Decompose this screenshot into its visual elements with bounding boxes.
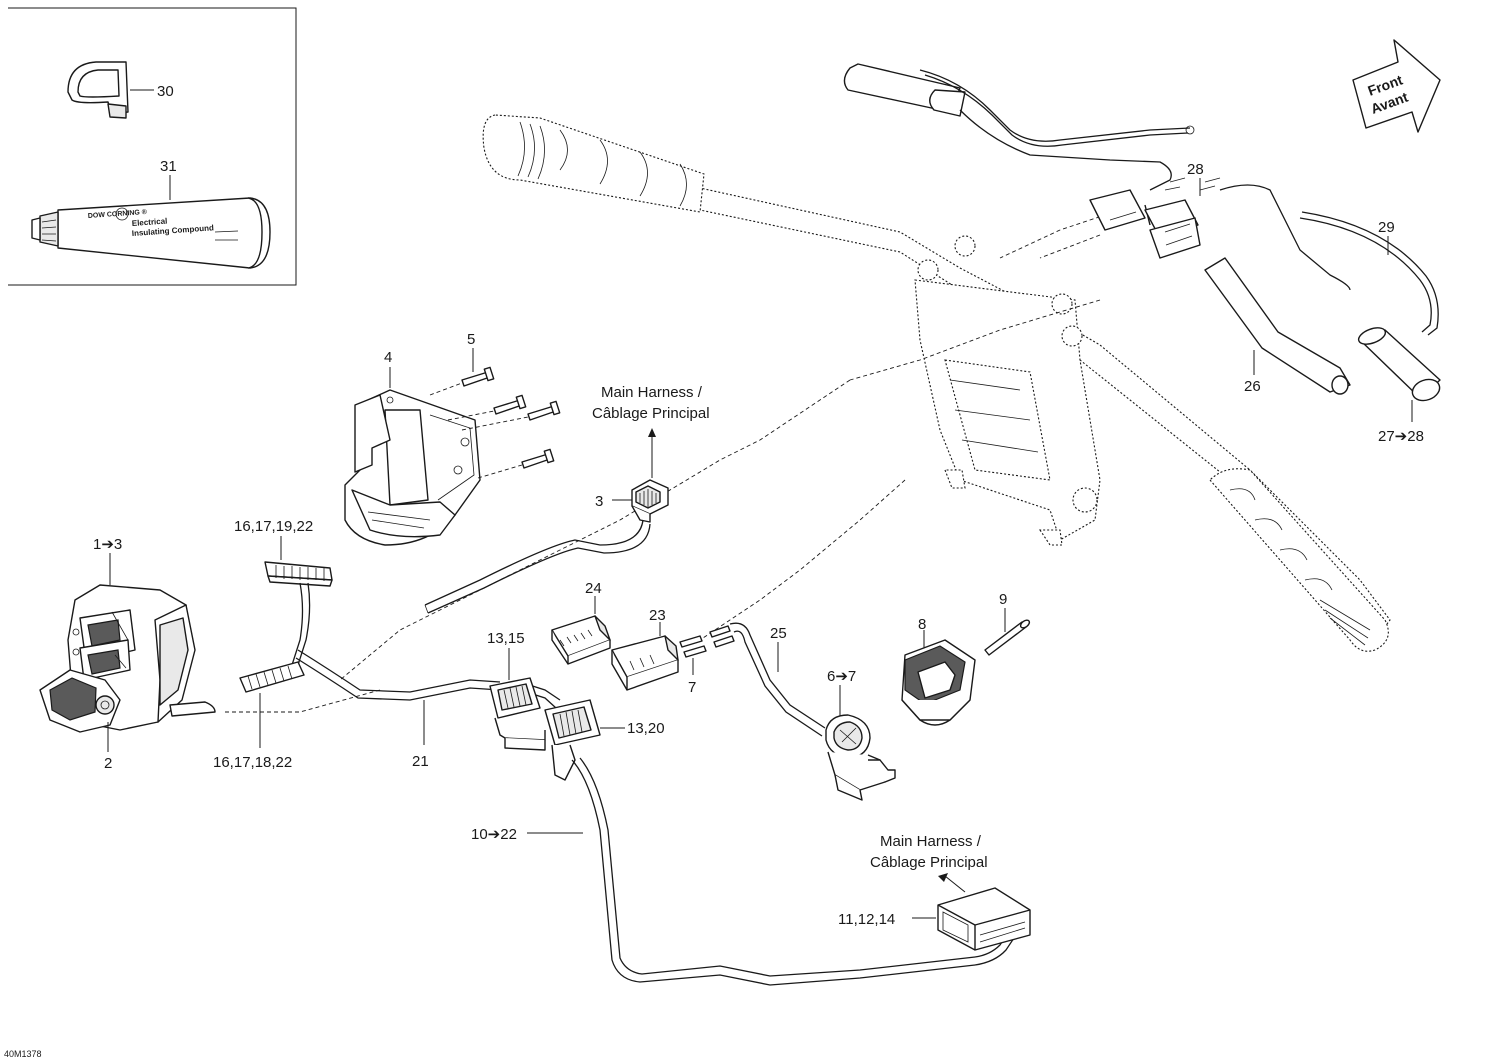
label-11-12-14: 11,12,14: [838, 911, 895, 928]
label-30: 30: [157, 83, 174, 100]
label-21: 21: [412, 753, 429, 770]
terminals-7: [679, 625, 735, 658]
heater-wire-right: [1219, 184, 1351, 291]
wire-29: [1299, 211, 1439, 336]
label-16-17-18-22: 16,17,18,22: [213, 754, 292, 771]
screws-5: [429, 366, 561, 479]
main-harness-bottom-label: Main Harness /: [880, 833, 982, 850]
label-10-22: 10➔22: [471, 826, 517, 843]
label-4: 4: [384, 349, 392, 366]
front-arrow: Front Avant: [1352, 39, 1441, 133]
label-29: 29: [1378, 219, 1395, 236]
heater-27: [1357, 327, 1441, 402]
label-5: 5: [467, 331, 475, 348]
connector-16-19: [264, 561, 333, 587]
cablage-top-label: Câblage Principal: [592, 405, 710, 422]
main-harness-top-label: Main Harness /: [601, 384, 703, 401]
label-26: 26: [1244, 378, 1261, 395]
harness-wire-3: [424, 519, 651, 614]
label-2: 2: [104, 755, 112, 772]
throttle-part-8: [901, 639, 976, 726]
connector-13-15: [489, 677, 546, 751]
sensor-6-7: [825, 714, 896, 801]
label-6-7: 6➔7: [827, 668, 856, 685]
wire-to-lower-connector: [291, 582, 304, 666]
connector-23: [611, 635, 679, 691]
label-16-17-19-22: 16,17,19,22: [234, 518, 313, 535]
label-9: 9: [999, 591, 1007, 608]
connector-pair-28: [1089, 177, 1221, 259]
arrow-up-top: [648, 428, 656, 437]
left-grip: [482, 114, 705, 213]
label-28: 28: [1187, 161, 1204, 178]
wire-25: [729, 622, 826, 737]
riser-clamp: [914, 235, 1101, 546]
label-25: 25: [770, 625, 787, 642]
label-23: 23: [649, 607, 666, 624]
inset-panel: 30 DOW CORNING ® Electrical Insulating C…: [8, 7, 297, 286]
label-1-3: 1➔3: [93, 536, 122, 553]
harness-10-22: [571, 757, 1019, 986]
label-13-20: 13,20: [627, 720, 665, 737]
inset-frame: [8, 7, 297, 286]
cablage-bottom-label: Câblage Principal: [870, 854, 988, 871]
switch-housing: [39, 584, 216, 733]
heater-26: [1204, 257, 1351, 395]
connector-13-20: [544, 699, 601, 781]
compound-tube: DOW CORNING ® Electrical Insulating Comp…: [31, 197, 271, 269]
housing-4: [344, 389, 481, 546]
label-8: 8: [918, 616, 926, 633]
label-27-28: 27➔28: [1378, 428, 1424, 445]
label-7: 7: [688, 679, 696, 696]
label-13-15: 13,15: [487, 630, 525, 647]
connector-11-12-14: [937, 887, 1031, 951]
arrow-up-bottom: [938, 873, 948, 882]
tube-line1: Electrical: [132, 217, 168, 228]
handlebar-assembly: [225, 114, 1391, 713]
connector-16-18: [239, 661, 305, 693]
right-grip: [1209, 468, 1389, 652]
connector-24: [551, 615, 611, 665]
label-3: 3: [595, 493, 603, 510]
pin-9: [984, 619, 1031, 656]
drawing-code: 40M1378: [4, 1049, 42, 1059]
clip-part: [67, 61, 129, 119]
heater-wire-top: [843, 63, 1195, 191]
connector-3: [631, 479, 669, 523]
label-31: 31: [160, 158, 177, 175]
label-24: 24: [585, 580, 602, 597]
